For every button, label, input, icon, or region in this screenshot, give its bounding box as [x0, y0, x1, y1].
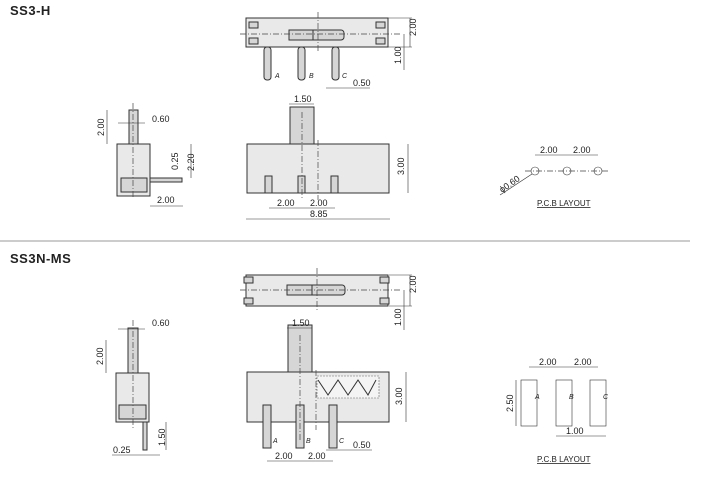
ss3nms-pcb-pad-b: B — [569, 394, 574, 401]
ss3nms-front-view — [246, 324, 407, 462]
ss3nms-dim-pin-thickness: 0.25 — [113, 445, 131, 455]
ss3nms-dim-pin-length: 1.50 — [157, 428, 167, 446]
ss3nms-dim-top-half: 1.00 — [393, 308, 403, 326]
ss3h-dim-body-length: 8.85 — [310, 209, 328, 219]
ss3h-dim-stem-height: 2.00 — [96, 118, 106, 136]
ss3h-dim-top-height: 2.00 — [408, 18, 418, 36]
ss3h-dim-pin-width: 0.50 — [353, 78, 371, 88]
ss3h-pcb-layout — [499, 154, 608, 196]
ss3h-top-view — [240, 12, 412, 89]
ss3nms-pin-label-a: A — [272, 438, 278, 445]
ss3nms-pcb-label: P.C.B LAYOUT — [537, 455, 591, 464]
ss3h-dim-stem-width: 0.60 — [152, 114, 170, 124]
section-title-ss3-h: SS3-H — [10, 3, 51, 18]
ss3nms-pcb-layout — [515, 366, 607, 437]
ss3nms-dim-pin-width: 0.50 — [353, 440, 371, 450]
ss3h-dim-top-half: 1.00 — [393, 46, 403, 64]
ss3h-front-view — [246, 103, 409, 220]
ss3h-dim-pitch-2: 2.00 — [310, 198, 328, 208]
ss3h-dim-pin-offset: 0.25 — [170, 152, 180, 170]
ss3h-pin-label-c: C — [342, 73, 348, 80]
ss3h-dim-side-pin-length: 2.00 — [157, 195, 175, 205]
ss3nms-dim-knob-width: 1.50 — [292, 318, 310, 328]
ss3h-dim-pitch-1: 2.00 — [277, 198, 295, 208]
ss3h-dim-knob-width: 1.50 — [294, 94, 312, 104]
spring-icon — [317, 379, 377, 396]
ss3nms-pcb-pad-width: 1.00 — [566, 426, 584, 436]
ss3h-pin-label-a: A — [274, 73, 280, 80]
ss3nms-pcb-pitch-1: 2.00 — [539, 357, 557, 367]
ss3h-pin-label-b: B — [309, 73, 314, 80]
ss3h-side-view — [106, 103, 192, 207]
ss3nms-dim-body-height: 3.00 — [394, 387, 404, 405]
ss3nms-pcb-pad-height: 2.50 — [505, 394, 515, 412]
ss3nms-dim-pitch-1: 2.00 — [275, 451, 293, 461]
ss3nms-pin-label-c: C — [339, 438, 345, 445]
ss3nms-dim-top-height: 2.00 — [408, 275, 418, 293]
ss3h-pcb-pitch-1: 2.00 — [540, 145, 558, 155]
section-title-ss3n-ms: SS3N-MS — [10, 251, 72, 266]
ss3h-pcb-pitch-2: 2.00 — [573, 145, 591, 155]
ss3h-dim-body-height: 3.00 — [396, 157, 406, 175]
ss3nms-dim-stem-height: 2.00 — [95, 347, 105, 365]
ss3h-dim-body-height-side: 2.20 — [186, 153, 196, 171]
ss3nms-dim-pitch-2: 2.00 — [308, 451, 326, 461]
ss3nms-pcb-pad-c: C — [603, 394, 609, 401]
ss3nms-pcb-pitch-2: 2.00 — [574, 357, 592, 367]
ss3nms-side-view — [105, 320, 167, 456]
ss3nms-top-view — [240, 268, 412, 330]
ss3nms-dim-stem-width: 0.60 — [152, 318, 170, 328]
ss3h-pcb-label: P.C.B LAYOUT — [537, 199, 591, 208]
ss3nms-pcb-pad-a: A — [534, 394, 540, 401]
ss3h-pcb-hole-dia: ϕ0.60 — [497, 174, 521, 195]
ss3nms-pin-label-b: B — [306, 438, 311, 445]
